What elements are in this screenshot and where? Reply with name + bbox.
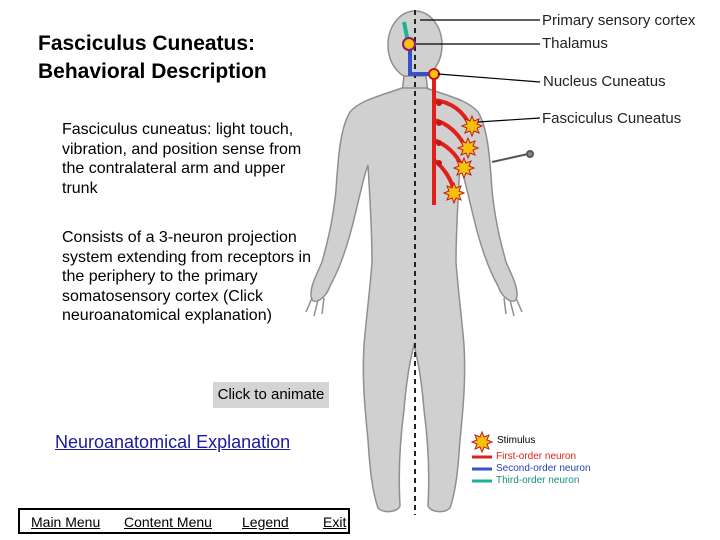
callout-lines [416,19,541,123]
second-order-neuron [408,44,434,76]
stimulus-legend-icon [470,430,494,454]
cortex-label: Primary sensory cortex [542,12,696,29]
content-menu-link[interactable]: Content Menu [124,514,212,530]
legend-stimulus-label: Stimulus [497,435,536,446]
neuron-cell-bodies [436,100,442,166]
bottom-menu-bar: Main Menu Content Menu Legend Exit [18,508,350,534]
main-menu-link[interactable]: Main Menu [31,514,101,530]
legend-third-order-label: Third-order neuron [496,475,580,486]
thalamus-node [402,37,416,51]
exit-link[interactable]: Exit [323,514,347,530]
behavior-description: Fasciculus cuneatus: light touch, vibrat… [62,121,302,197]
nucleus-cuneatus-node [428,68,440,80]
pathway-description: Consists of a 3-neuron projection system… [62,229,311,324]
title-line-1: Fasciculus Cuneatus: [38,32,256,55]
animate-button[interactable]: Click to animate [213,382,329,408]
vibration-probe-icon [491,150,534,163]
fasciculus-cuneatus-label: Fasciculus Cuneatus [542,110,682,127]
nucleus-cuneatus-label: Nucleus Cuneatus [543,73,666,90]
thalamus-label: Thalamus [542,35,608,52]
legend-second-order-label: Second-order neuron [496,463,591,474]
title-line-2: Behavioral Description [38,60,267,83]
neuroanatomical-explanation-link[interactable]: Neuroanatomical Explanation [55,432,291,452]
page-title: Fasciculus Cuneatus: Behavioral Descript… [38,30,338,86]
stimulus-markers [442,114,484,205]
legend-link[interactable]: Legend [242,514,289,530]
legend-first-order-label: First-order neuron [496,451,577,462]
